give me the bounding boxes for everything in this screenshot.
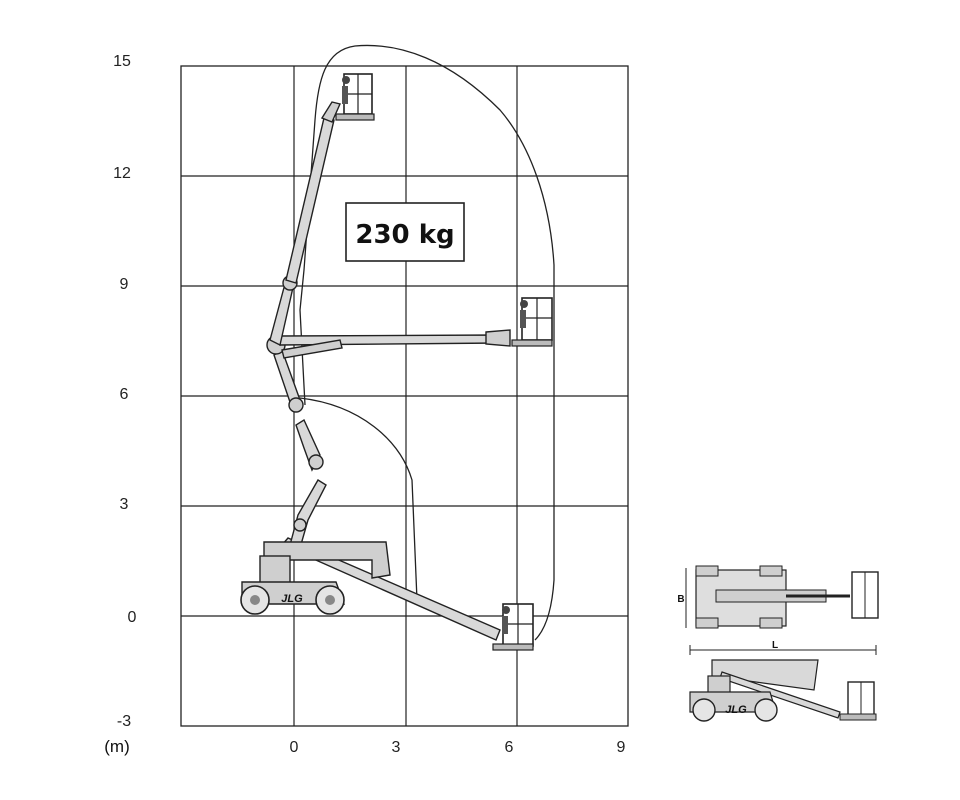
basket-bottom [492,603,534,651]
capacity-label: 230 kg [355,220,454,250]
riser-joint [293,518,307,532]
boom-tip-horizontal [485,329,511,347]
x-tick-label: 6 [505,739,514,756]
boom-horizontal [279,334,501,346]
inner-working-envelope [299,397,471,629]
riser-joint [308,454,324,470]
riser-joint [288,397,304,413]
basket-middle [511,297,553,347]
y-tick-label: 15 [113,53,131,70]
lift-cylinder [281,339,343,359]
x-tick-label: 0 [290,739,299,756]
lower-boom-extended [280,537,501,641]
brand-label: JLG [281,593,303,605]
basket-top [335,73,375,121]
capacity-box: 230 kg [345,202,465,262]
machine-base: JLG [240,541,391,615]
length-dimension-label: L [772,640,778,651]
y-tick-label: 12 [113,165,131,182]
boom-tip-vertical [320,101,341,123]
wheel-hub [325,595,335,605]
outer-working-envelope [299,44,555,641]
y-tick-label: 9 [120,276,129,293]
thumbnail-brand-label: JLG [725,704,747,716]
wheel-hub [250,595,260,605]
y-tick-label: 0 [128,609,137,626]
range-grid [180,65,629,727]
top-view-thumbnail: B [677,565,879,629]
boom-vertical [285,117,335,284]
width-dimension-label: B [677,594,684,605]
x-tick-label: 9 [617,739,626,756]
y-tick-label: 3 [120,496,129,513]
y-tick-label: 6 [120,386,129,403]
x-tick-label: 3 [392,739,401,756]
riser-section-lower [289,479,327,549]
side-view-thumbnail: L JLG [689,640,877,722]
boom-positions [266,101,511,641]
axis-unit-label: (m) [104,737,129,756]
y-tick-label: -3 [117,713,131,730]
